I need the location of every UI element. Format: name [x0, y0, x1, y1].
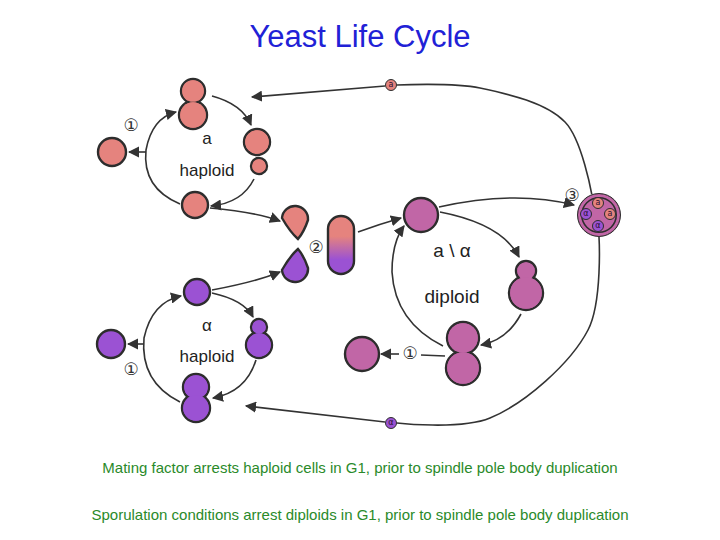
- spore-cell: α: [385, 417, 397, 429]
- sporulation-arrow: [439, 198, 574, 207]
- daughter-line: [421, 355, 445, 356]
- spore-label: a: [389, 81, 394, 89]
- cycle-arrow: [212, 96, 251, 125]
- spore-label: α: [388, 419, 393, 427]
- budding-cell: [182, 394, 210, 422]
- budding-cell: [510, 277, 542, 309]
- diploid-cell: [404, 198, 438, 232]
- germination-arrow: [252, 86, 385, 97]
- germination-path: [397, 84, 592, 194]
- mating-type-label: α: [202, 316, 212, 336]
- mating-arrow: [212, 272, 280, 290]
- budding-cell: [181, 79, 205, 103]
- page-title: Yeast Life Cycle: [249, 19, 470, 55]
- daughter-arrow: [381, 353, 399, 355]
- budding-cell: [252, 159, 266, 173]
- spore-label: α: [595, 222, 600, 230]
- connector-layer: [397, 84, 599, 425]
- spore-label: a: [596, 199, 601, 207]
- cycle-arrow: [144, 296, 181, 402]
- budding-cell: [246, 332, 272, 358]
- zygote-arrow: [358, 218, 401, 232]
- mating-arrow: [210, 208, 280, 221]
- daughter-cell: [345, 337, 379, 371]
- ascus: aαaα: [577, 193, 621, 237]
- budding-cell: [182, 80, 204, 102]
- daughter-cell: [98, 138, 126, 166]
- mating-type-label: a \ α: [433, 240, 470, 262]
- cycle-arrow: [212, 293, 253, 317]
- germination-path: [397, 237, 599, 425]
- callout-number: ①: [123, 116, 138, 136]
- cycle-arrow: [146, 112, 180, 204]
- cycle-arrow: [211, 179, 254, 206]
- mating-type-label: a: [202, 129, 211, 149]
- haploid-cell: [184, 279, 210, 305]
- budding-cell: [447, 352, 479, 384]
- spore-cell: a: [604, 208, 616, 220]
- budding-cell: [245, 130, 269, 154]
- ploidy-label: haploid: [180, 161, 235, 181]
- budding-cell: [244, 129, 270, 155]
- callout-number: ②: [308, 238, 323, 258]
- mating: [210, 206, 401, 290]
- haploid-alpha-cycle: [97, 279, 272, 422]
- germination-arrow: [246, 406, 385, 422]
- budding-cell: [517, 262, 535, 280]
- spore-label: α: [583, 210, 588, 218]
- budding-cell: [251, 158, 267, 174]
- budding-cell: [179, 101, 207, 129]
- budding-cell: [247, 333, 271, 357]
- spore-label: a: [608, 210, 613, 218]
- ploidy-label: diploid: [425, 286, 480, 308]
- callout-number: ③: [564, 186, 579, 206]
- budding-cell: [448, 323, 478, 353]
- haploid-a-cycle: [98, 79, 270, 218]
- diploid-cycle: [345, 198, 574, 385]
- budding-cell: [180, 102, 206, 128]
- daughter-cell: [97, 330, 125, 358]
- note-text: Mating factor arrests haploid cells in G…: [102, 459, 617, 476]
- spore-cell: a: [592, 197, 604, 209]
- note-text: Sporulation conditions arrest diploids i…: [92, 506, 629, 523]
- daughter-arrow: [129, 151, 146, 153]
- spore-cell: a: [385, 79, 397, 91]
- budding-cell: [252, 320, 266, 334]
- shmoo-cell: [282, 249, 308, 282]
- zygote: [328, 216, 354, 274]
- shmoo-cell: [282, 206, 308, 239]
- spore-cell: α: [592, 220, 604, 232]
- haploid-cell: [182, 192, 208, 218]
- spore-cell: α: [580, 208, 592, 220]
- budding-cell: [447, 322, 479, 354]
- callout-number: ①: [123, 360, 138, 380]
- budding-cell: [509, 276, 543, 310]
- callout-number: ①: [402, 344, 417, 364]
- cycle-arrow: [481, 314, 521, 345]
- budding-cell: [183, 395, 209, 421]
- daughter-arrow: [128, 343, 144, 345]
- ploidy-label: haploid: [180, 347, 235, 367]
- budding-cell: [446, 351, 480, 385]
